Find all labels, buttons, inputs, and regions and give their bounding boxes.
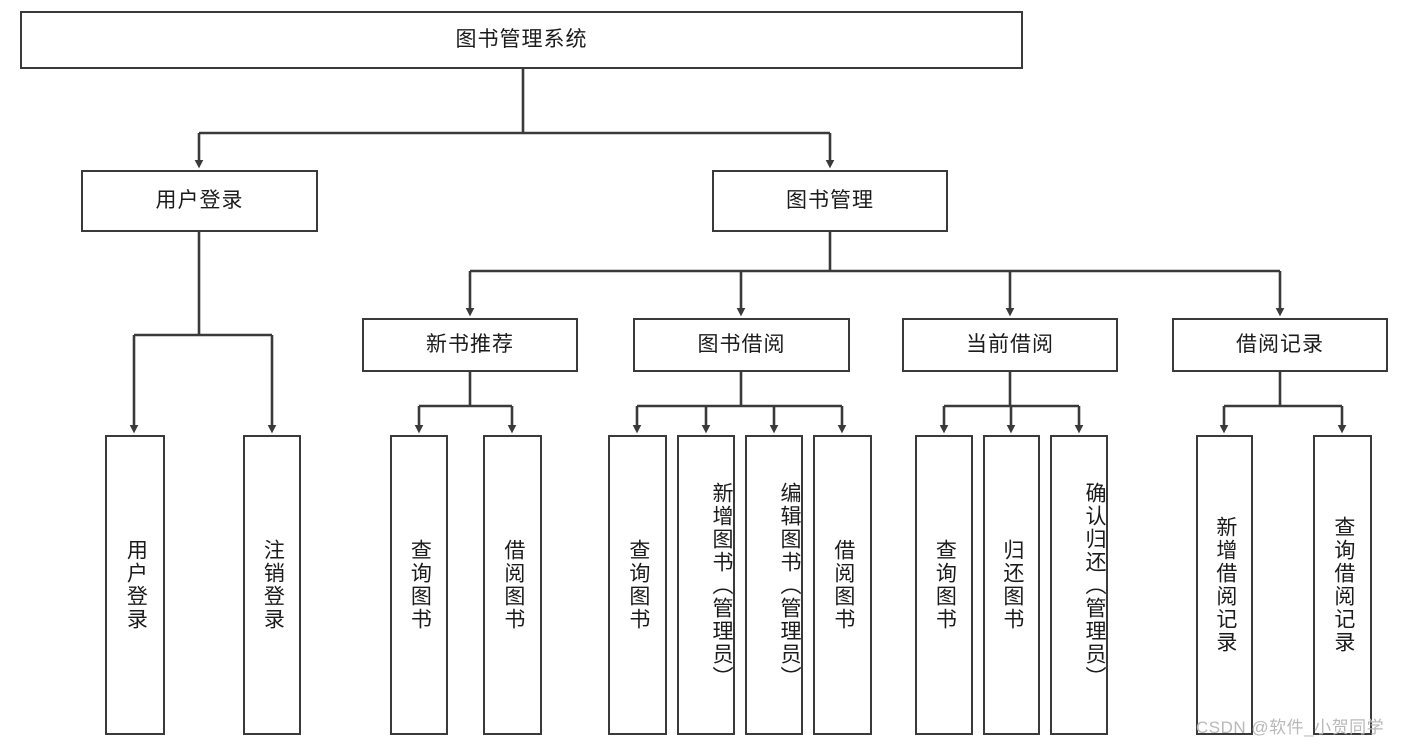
node-label: 用户登录 <box>124 539 148 631</box>
node-label: 借阅记录 <box>1236 332 1324 356</box>
node-label: 借阅图书 <box>831 539 855 631</box>
node-leaf-add-borrow-record[interactable]: 新增借阅记录 <box>1196 435 1253 735</box>
node-label: 查询图书 <box>933 539 957 631</box>
node-label: 图书借阅 <box>697 332 786 356</box>
node-leaf-return-book[interactable]: 归还图书 <box>983 435 1040 735</box>
node-label: 查询图书 <box>626 539 650 631</box>
node-book-management[interactable]: 图书管理 <box>712 170 948 232</box>
node-label: 图书管理 <box>786 188 874 212</box>
node-leaf-query-book-current[interactable]: 查询图书 <box>915 435 973 735</box>
node-leaf-query-book-recommend[interactable]: 查询图书 <box>390 435 448 735</box>
node-root-book-management-system[interactable]: 图书管理系统 <box>20 11 1023 69</box>
node-user-login[interactable]: 用户登录 <box>81 170 318 232</box>
node-label: 新增借阅记录 <box>1213 516 1237 654</box>
node-label: 新增图书（管理员） <box>710 481 733 689</box>
node-leaf-borrow-book-recommend[interactable]: 借阅图书 <box>483 435 542 735</box>
node-label: 查询借阅记录 <box>1331 516 1355 654</box>
node-leaf-logout[interactable]: 注销登录 <box>243 435 301 735</box>
node-label: 编辑图书（管理员） <box>778 481 801 689</box>
node-label: 新书推荐 <box>426 332 514 356</box>
node-new-book-recommend[interactable]: 新书推荐 <box>362 318 578 372</box>
node-label: 借阅图书 <box>501 539 525 631</box>
node-leaf-add-book-admin[interactable]: 新增图书（管理员） <box>677 435 735 735</box>
node-current-borrow[interactable]: 当前借阅 <box>902 318 1118 372</box>
node-label: 注销登录 <box>261 539 285 631</box>
node-label: 归还图书 <box>1000 539 1024 631</box>
node-leaf-edit-book-admin[interactable]: 编辑图书（管理员） <box>745 435 803 735</box>
node-leaf-confirm-return-admin[interactable]: 确认归还（管理员） <box>1050 435 1108 735</box>
node-leaf-user-login[interactable]: 用户登录 <box>105 435 165 735</box>
node-book-borrow[interactable]: 图书借阅 <box>633 318 850 372</box>
node-leaf-query-borrow-record[interactable]: 查询借阅记录 <box>1313 435 1372 735</box>
node-label: 查询图书 <box>408 539 432 631</box>
node-label: 图书管理系统 <box>455 27 588 51</box>
node-leaf-query-book-borrow[interactable]: 查询图书 <box>608 435 667 735</box>
node-borrow-record[interactable]: 借阅记录 <box>1172 318 1388 372</box>
watermark-text: CSDN @软件_小贺同学 <box>1196 718 1385 737</box>
node-label: 用户登录 <box>155 188 244 212</box>
node-leaf-borrow-book[interactable]: 借阅图书 <box>813 435 872 735</box>
node-label: 确认归还（管理员） <box>1083 481 1106 689</box>
node-label: 当前借阅 <box>966 332 1054 356</box>
